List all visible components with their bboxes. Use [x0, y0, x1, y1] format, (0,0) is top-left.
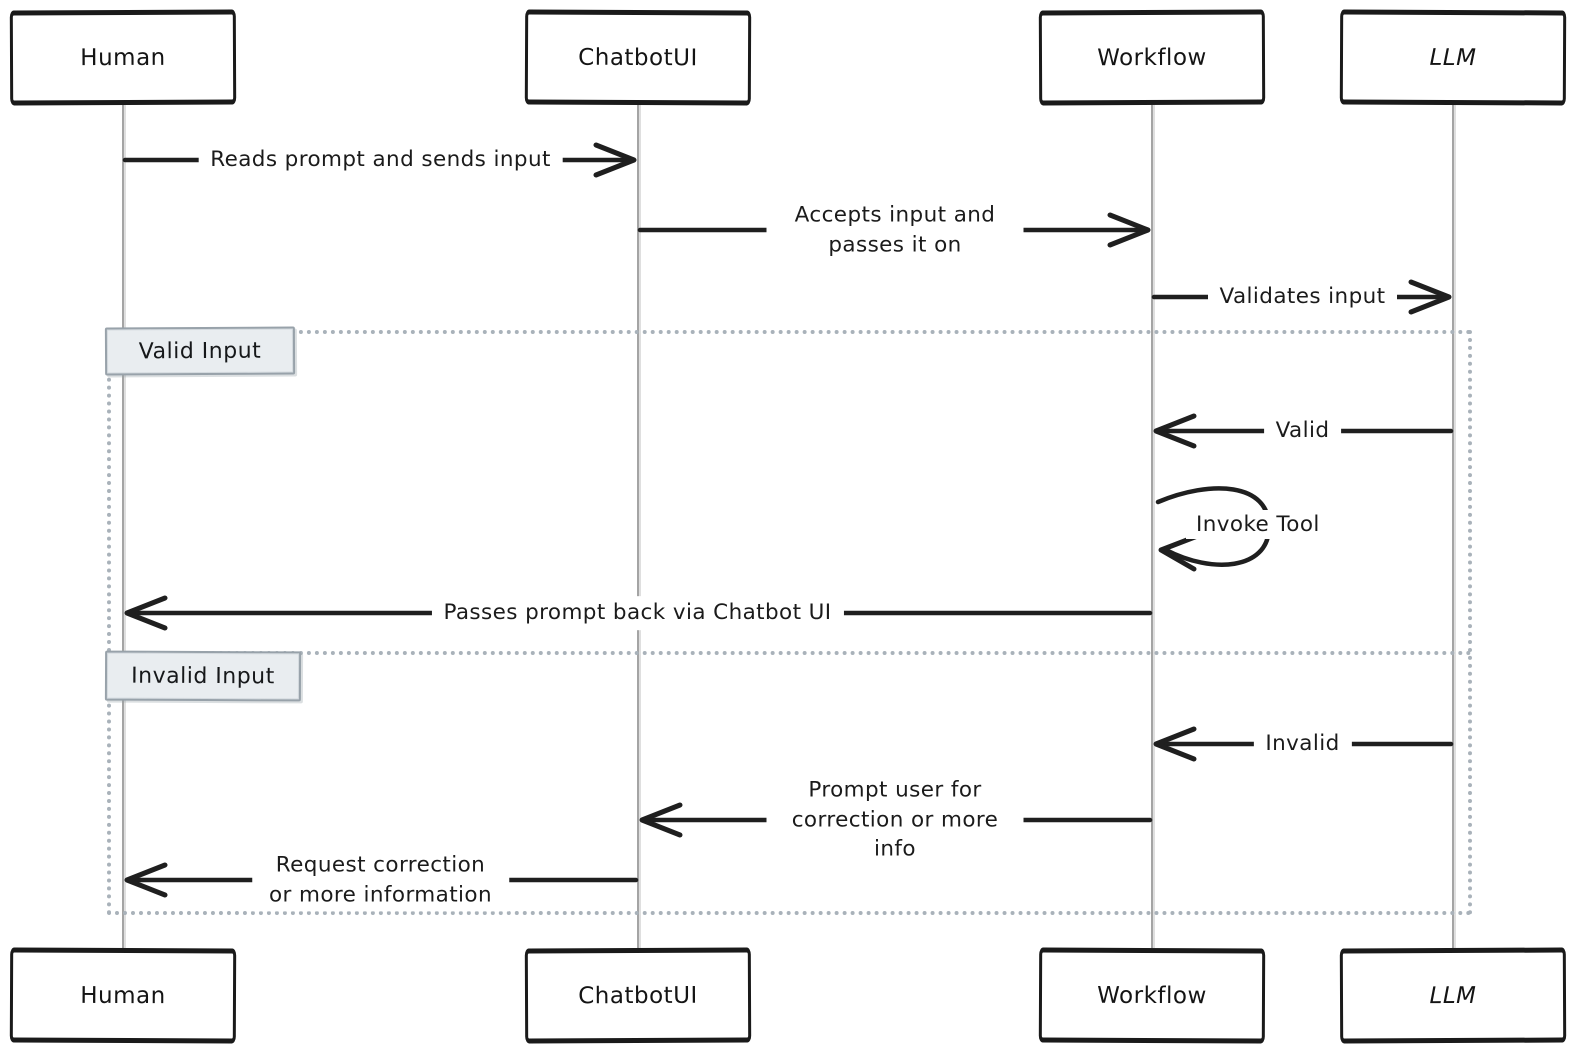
actor-box-chatbotui-top: ChatbotUI: [524, 9, 752, 106]
actor-label: LLM: [1429, 982, 1477, 1009]
actor-label: Human: [80, 44, 166, 71]
message-label: Request correction or more information: [251, 848, 510, 912]
message-valid: Valid: [1152, 411, 1454, 451]
actor-box-chatbotui-bottom: ChatbotUI: [524, 947, 752, 1044]
message-label: Invoke Tool: [1186, 510, 1330, 539]
arrowhead-icon: [1408, 279, 1452, 315]
message-label: Accepts input and passes it on: [766, 198, 1024, 262]
actor-label: ChatbotUI: [578, 44, 698, 71]
lifeline-human: [122, 105, 124, 948]
message-passes-back: Passes prompt back via Chatbot UI: [123, 593, 1153, 633]
message-request-correction: Request correction or more information: [123, 845, 639, 915]
message-label: Reads prompt and sends input: [198, 143, 563, 177]
message-label: Validates input: [1207, 280, 1398, 314]
alt-frame: [107, 330, 1472, 915]
message-invoke-tool: Invoke Tool: [1152, 478, 1362, 583]
message-label: Prompt user for correction or more info: [766, 773, 1024, 867]
actor-box-human-bottom: Human: [9, 947, 237, 1044]
arrowhead-icon: [124, 862, 168, 898]
arrowhead-icon: [1153, 726, 1197, 762]
message-accepts-input: Accepts input and passes it on: [637, 195, 1152, 265]
arrowhead-icon: [1158, 532, 1203, 572]
actor-label: Workflow: [1097, 44, 1207, 71]
arrowhead-icon: [593, 142, 637, 178]
actor-label: ChatbotUI: [578, 982, 698, 1009]
arrowhead-icon: [124, 595, 168, 631]
lifeline-chatbotui: [637, 105, 639, 948]
alt-frame-divider: [107, 651, 1472, 655]
message-reads-prompt: Reads prompt and sends input: [122, 140, 638, 180]
arrowhead-icon: [1153, 413, 1197, 449]
actor-label: LLM: [1429, 44, 1477, 71]
message-prompt-user: Prompt user for correction or more info: [638, 773, 1153, 867]
frame-label-valid-input: Valid Input: [104, 326, 296, 376]
actor-box-llm-top: LLM: [1339, 9, 1567, 106]
arrowhead-icon: [1107, 212, 1151, 248]
actor-label: Workflow: [1097, 982, 1207, 1009]
message-label: Passes prompt back via Chatbot UI: [431, 596, 844, 630]
message-label: Valid: [1263, 414, 1342, 448]
message-validates-input: Validates input: [1151, 277, 1453, 317]
actor-box-workflow-top: Workflow: [1038, 9, 1266, 106]
actor-box-human-top: Human: [9, 9, 237, 106]
actor-label: Human: [80, 982, 166, 1009]
frame-label-text: Invalid Input: [131, 663, 275, 689]
arrowhead-icon: [639, 802, 683, 838]
message-invalid: Invalid: [1152, 724, 1454, 764]
message-label: Invalid: [1253, 727, 1352, 761]
lifeline-llm: [1452, 105, 1454, 948]
frame-label-invalid-input: Invalid Input: [104, 650, 302, 702]
frame-label-text: Valid Input: [138, 338, 262, 364]
actor-box-llm-bottom: LLM: [1339, 947, 1567, 1044]
lifeline-workflow: [1151, 105, 1153, 948]
actor-box-workflow-bottom: Workflow: [1038, 947, 1266, 1044]
